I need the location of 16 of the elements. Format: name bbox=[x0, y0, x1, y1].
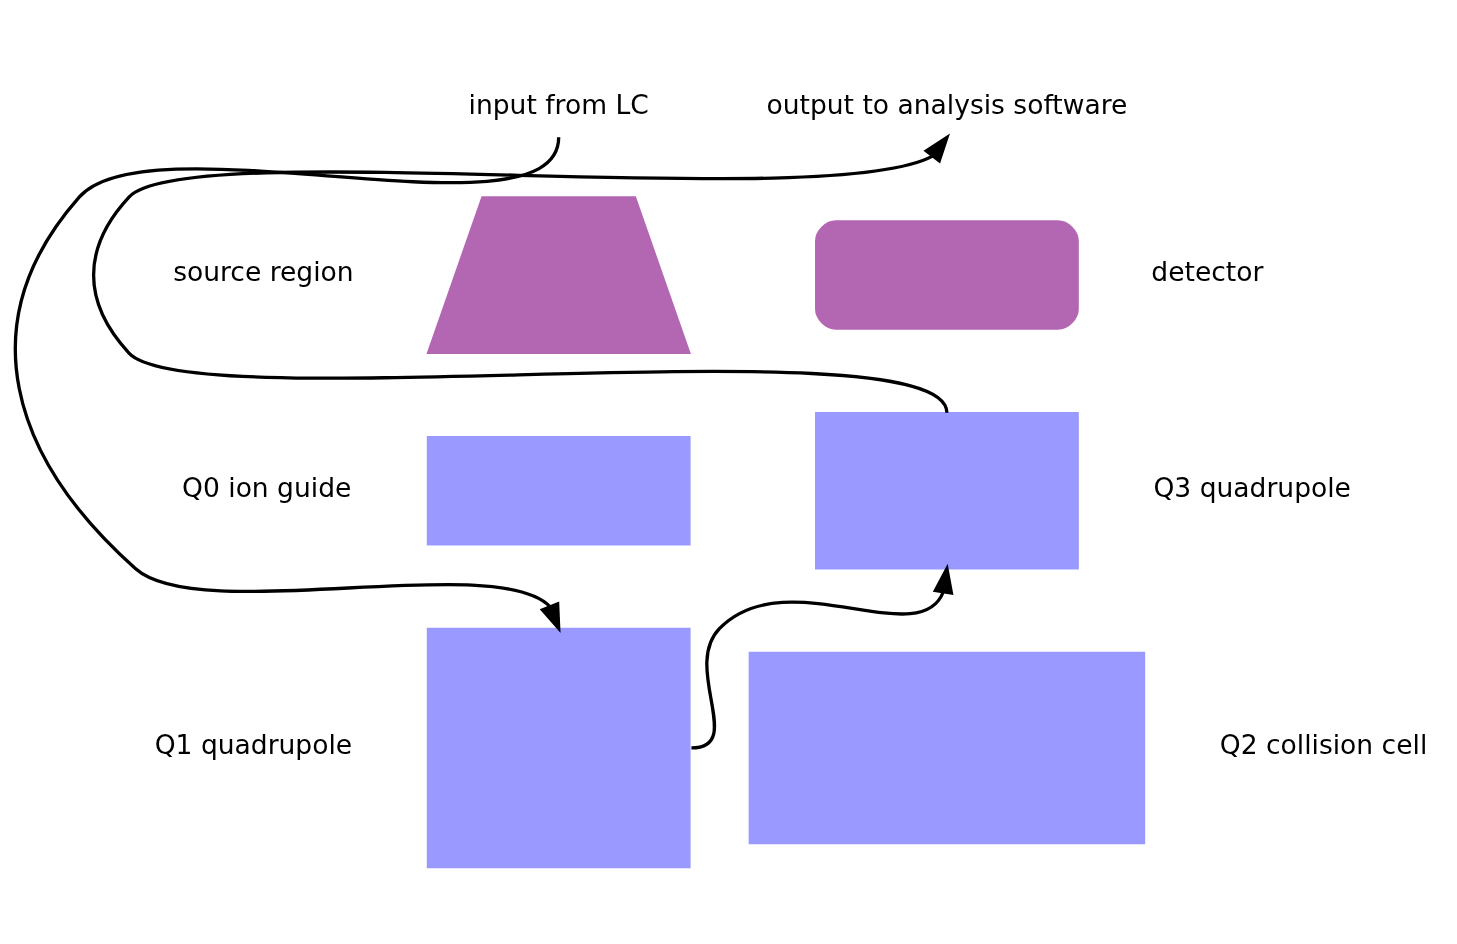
arrow bbox=[92, 132, 950, 414]
node-label: detector bbox=[1151, 255, 1264, 287]
node-label: Q0 ion guide bbox=[182, 471, 352, 503]
node-text: output to analysis software bbox=[766, 88, 1128, 120]
node-label: source region bbox=[173, 255, 354, 287]
node-label: Q2 collision cell bbox=[1219, 728, 1428, 760]
node-text: input from LC bbox=[468, 88, 649, 120]
node-box bbox=[815, 411, 1079, 570]
node-box bbox=[815, 219, 1079, 330]
node-box bbox=[748, 651, 1146, 844]
arrow bbox=[14, 136, 561, 633]
node-box bbox=[426, 627, 691, 868]
node-label: Q1 quadrupole bbox=[154, 728, 353, 760]
node-box bbox=[426, 435, 691, 545]
node-trapezoid bbox=[426, 195, 691, 354]
node-label: Q3 quadrupole bbox=[1153, 471, 1351, 503]
